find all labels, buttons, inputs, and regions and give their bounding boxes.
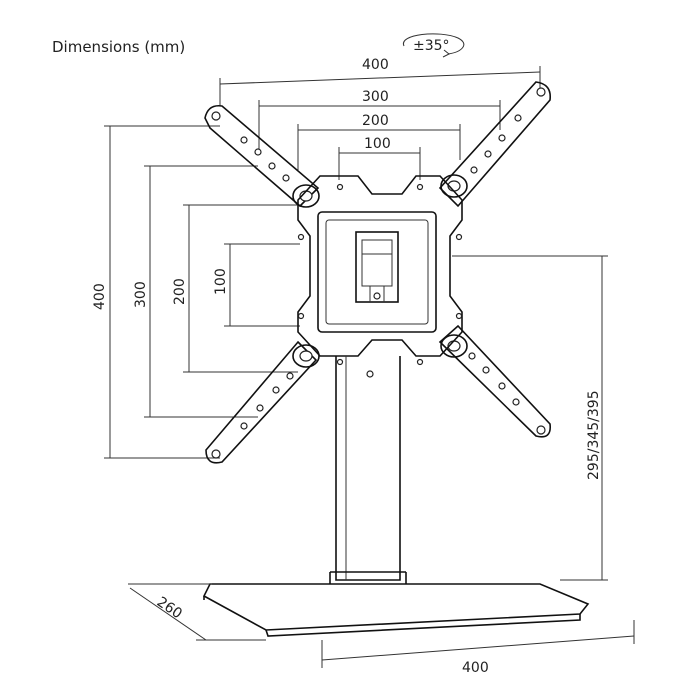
vesa-width-300: 300 [362,89,389,105]
knob-lower-right [440,334,468,358]
center-bracket [355,231,399,303]
vesa-height-300: 300 [133,281,149,308]
knob-upper-right [440,174,468,198]
arm-upper-right [438,81,552,208]
base-depth-label: 260 [154,594,185,622]
stand-base [202,583,590,637]
vesa-height-400: 400 [92,283,108,310]
base-width-label: 400 [462,660,489,676]
vesa-height-100: 100 [213,268,229,295]
arm-lower-left [205,340,318,464]
rotation-label: ±35° [413,38,450,54]
diagram-title: Dimensions (mm) [52,38,185,56]
base-width-dimension: 400 [321,620,635,676]
rotation-arrow-icon [403,33,465,55]
inner-plate [317,211,437,333]
vesa-width-100: 100 [364,136,391,152]
horizontal-dimensions: 400 300 200 100 [219,57,541,180]
vesa-width-200: 200 [362,113,389,129]
center-plate [297,175,463,366]
vesa-height-200: 200 [172,278,188,305]
column-outline [335,356,401,581]
arm-lower-right [438,324,552,438]
height-dimension: 295/345/395 [452,255,608,581]
base-depth-dimension: 260 [128,583,266,641]
vesa-width-400: 400 [362,57,389,73]
vertical-dimensions: 400 300 200 100 [92,125,300,459]
knob-upper-left [292,184,320,208]
stand-column [329,356,407,584]
rotation-indicator: ±35° [403,33,465,58]
arm-upper-left [204,104,320,208]
height-range-label: 295/345/395 [586,390,602,480]
plate-outline [297,175,463,357]
